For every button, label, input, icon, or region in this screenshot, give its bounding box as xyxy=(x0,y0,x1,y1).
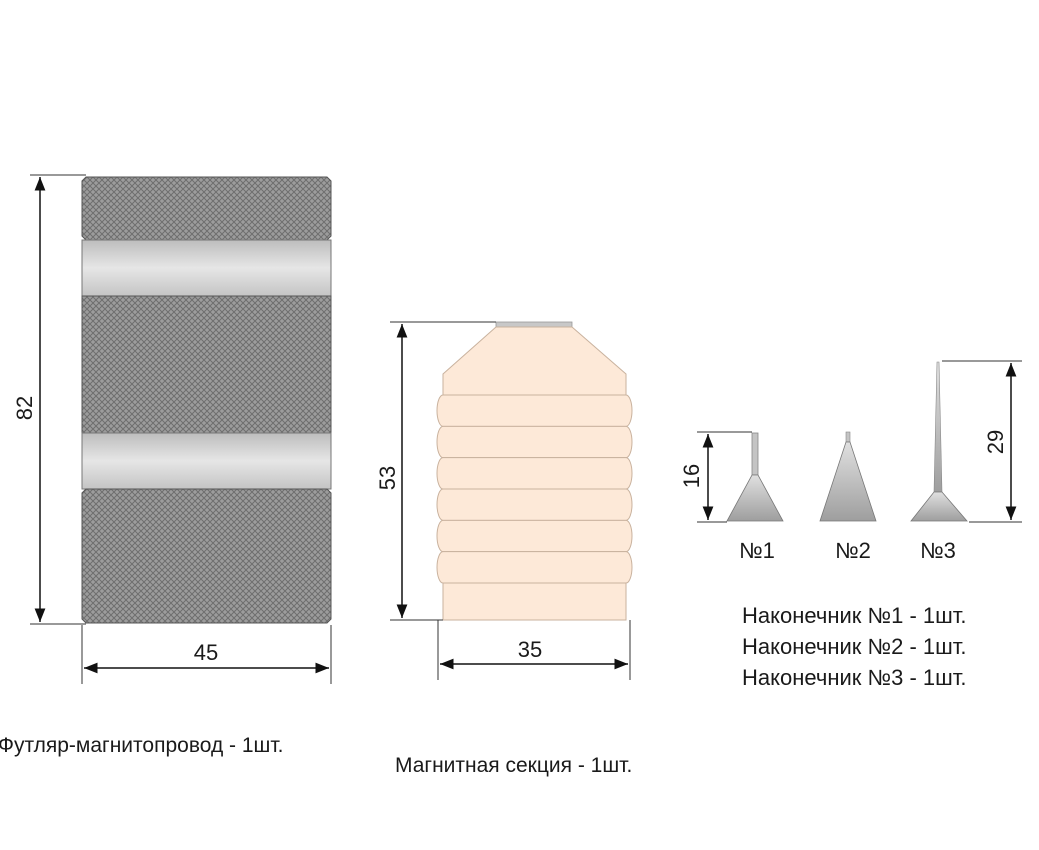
case-knurl-middle xyxy=(81,295,332,434)
section-ribs xyxy=(436,394,633,584)
parts-list: Наконечник №1 - 1шт. Наконечник №2 - 1шт… xyxy=(742,600,967,693)
section-rib xyxy=(436,425,633,459)
case-width-label: 45 xyxy=(194,640,218,665)
case-knurl-bottom xyxy=(81,488,332,624)
tip-1-height-label: 16 xyxy=(679,464,704,488)
section-rib xyxy=(436,519,633,553)
tip-3-label: №3 xyxy=(920,538,956,563)
tip-1 xyxy=(726,432,784,522)
parts-list-item: Наконечник №1 - 1шт. xyxy=(742,603,967,628)
section-caption: Магнитная секция - 1шт. xyxy=(395,754,633,777)
section-top-cap xyxy=(495,321,573,328)
tip-2 xyxy=(819,431,877,522)
case-smooth-band-bottom xyxy=(81,432,332,490)
case-height-dimension: 82 xyxy=(12,174,86,625)
case-body xyxy=(81,176,332,624)
case-caption: Футляр-магнитопровод - 1шт. xyxy=(0,734,284,757)
section-rib xyxy=(436,551,633,584)
tip-3-height-dimension: 29 xyxy=(942,360,1022,523)
section-width-label: 35 xyxy=(518,637,542,662)
case-knurl-top xyxy=(81,176,332,241)
tip-2-label: №2 xyxy=(835,538,871,563)
case-height-label: 82 xyxy=(12,396,37,420)
section-base xyxy=(442,582,627,621)
case-width-dimension: 45 xyxy=(81,625,332,684)
magnetic-section xyxy=(436,321,633,621)
section-cone xyxy=(442,326,627,396)
tip-3 xyxy=(910,361,968,522)
section-height-label: 53 xyxy=(375,466,400,490)
section-rib xyxy=(436,488,633,521)
tip-1-label: №1 xyxy=(739,538,775,563)
parts-list-item: Наконечник №3 - 1шт. xyxy=(742,665,967,690)
parts-list-item: Наконечник №2 - 1шт. xyxy=(742,634,967,659)
tip-1-height-dimension: 16 xyxy=(679,431,752,523)
section-width-dimension: 35 xyxy=(437,620,631,680)
section-rib xyxy=(436,457,633,490)
case-smooth-band-top xyxy=(81,239,332,297)
section-height-dimension: 53 xyxy=(375,321,496,621)
tip-3-height-label: 29 xyxy=(983,430,1008,454)
section-rib xyxy=(436,394,633,427)
